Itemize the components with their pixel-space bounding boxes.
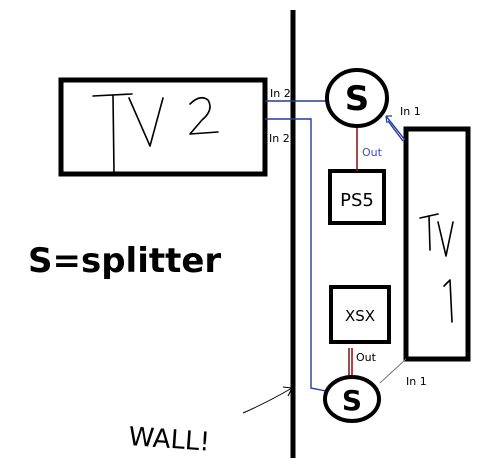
gray-cable [379,358,407,384]
label-in1-top: In 1 [400,105,421,118]
splitter-bottom-letter: S [342,384,362,417]
wall-label: WALL! [128,422,211,458]
xsx-label: XSX [345,307,375,325]
tv2-handwritten-text [92,93,219,173]
ps5-label: PS5 [340,190,374,211]
label-out-bottom: Out [356,351,377,364]
legend-splitter: S=splitter [28,241,221,281]
splitter-bottom: S [323,375,381,423]
splitter-top-letter: S [345,79,370,119]
arrowhead-in1 [385,115,392,124]
red-cables [348,126,358,378]
label-in2-bottom: In 2 [269,132,290,145]
wall-arrow [242,386,293,414]
splitter-top: S [325,68,389,128]
label-in1-bottom: In 1 [406,375,427,388]
label-in2-top: In 2 [270,87,291,100]
label-out-top: Out [362,146,383,159]
tv1-box [403,126,471,362]
blue-cables [265,100,406,392]
tv1-handwritten-text [419,213,454,323]
tv2-box [58,77,268,177]
xsx-box [329,285,391,344]
